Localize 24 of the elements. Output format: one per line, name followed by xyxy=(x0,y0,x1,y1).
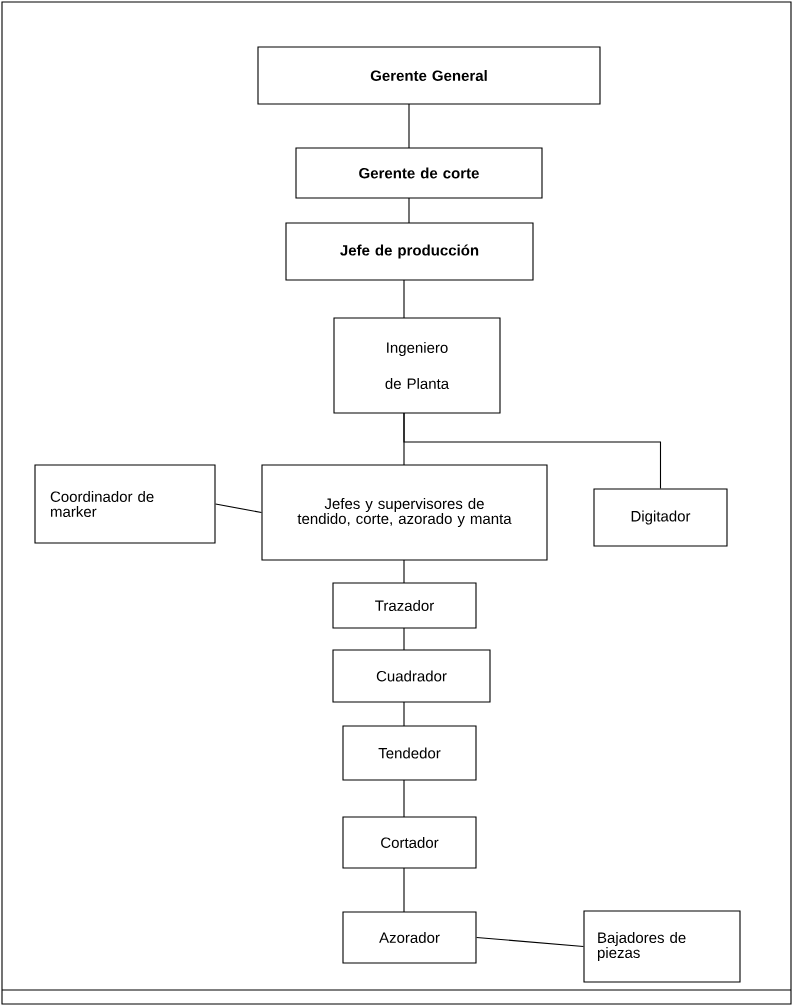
org-box: Jefe de producción xyxy=(285,222,534,281)
org-box: Cuadrador xyxy=(332,649,491,703)
connector-line xyxy=(408,197,410,224)
org-box: Coordinador de marker xyxy=(34,464,216,544)
org-box: Gerente General xyxy=(257,46,601,105)
org-box: Tendedor xyxy=(342,725,477,781)
connector-line xyxy=(215,503,262,514)
org-box: Cortador xyxy=(342,816,477,869)
connector-line xyxy=(476,936,584,948)
connector-line xyxy=(403,779,405,818)
connector-line xyxy=(403,627,405,651)
org-box: Bajadores de piezas xyxy=(583,910,741,983)
org-box: Azorador xyxy=(342,911,477,964)
org-box: Gerente de corte xyxy=(295,147,543,199)
connector-line xyxy=(403,701,405,727)
org-box: Trazador xyxy=(332,582,477,629)
org-box: Ingeniero de Planta xyxy=(333,317,501,414)
org-box: Jefes y supervisores de tendido, corte, azorado y manta xyxy=(261,464,548,561)
connector-line xyxy=(403,279,405,319)
connector-line xyxy=(403,559,405,584)
org-box: Digitador xyxy=(593,488,728,547)
connector-line xyxy=(403,867,405,913)
connector-line xyxy=(403,412,662,489)
connector-line xyxy=(408,103,410,149)
